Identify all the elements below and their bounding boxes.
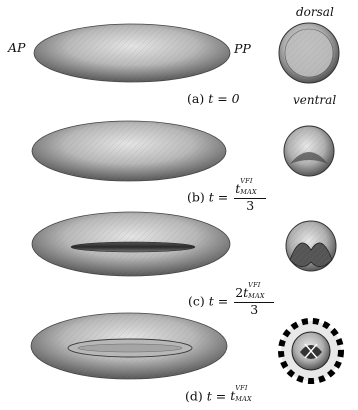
caption-a-letter: (a) (187, 91, 205, 106)
cross-section-a (278, 22, 340, 84)
caption-d-sub: MAX (235, 395, 252, 403)
caption-c-prefix: t = (208, 293, 229, 309)
caption-c-coef: 2 (235, 285, 244, 300)
caption-c-sub: MAX (248, 292, 265, 300)
embryo-a (33, 23, 231, 83)
caption-c-denominator: 3 (250, 302, 259, 317)
cross-section-d (278, 318, 344, 384)
caption-c-letter: (c) (188, 293, 205, 309)
caption-b-sub: MAX (240, 188, 257, 196)
embryo-c (31, 211, 231, 277)
ventral-label: ventral (293, 93, 337, 107)
ap-label: AP (8, 40, 26, 55)
pp-label: PP (234, 41, 251, 56)
caption-a-expression: t = 0 (208, 91, 240, 106)
caption-c-sup: VFI (248, 281, 261, 289)
caption-d-prefix: t = (206, 388, 227, 404)
caption-b-sup: VFI (240, 177, 253, 185)
dorsal-label: dorsal (296, 5, 334, 19)
caption-b-letter: (b) (187, 189, 205, 205)
caption-a: (a) t = 0 (187, 91, 240, 106)
caption-d-letter: (d) (185, 388, 203, 404)
caption-b-denominator: 3 (246, 198, 255, 213)
cross-section-b (283, 125, 335, 177)
embryo-d (30, 312, 228, 380)
caption-d-sup: VFI (235, 384, 248, 392)
caption-b-prefix: t = (208, 189, 229, 205)
cross-section-c (285, 220, 337, 272)
embryo-b (31, 120, 227, 182)
